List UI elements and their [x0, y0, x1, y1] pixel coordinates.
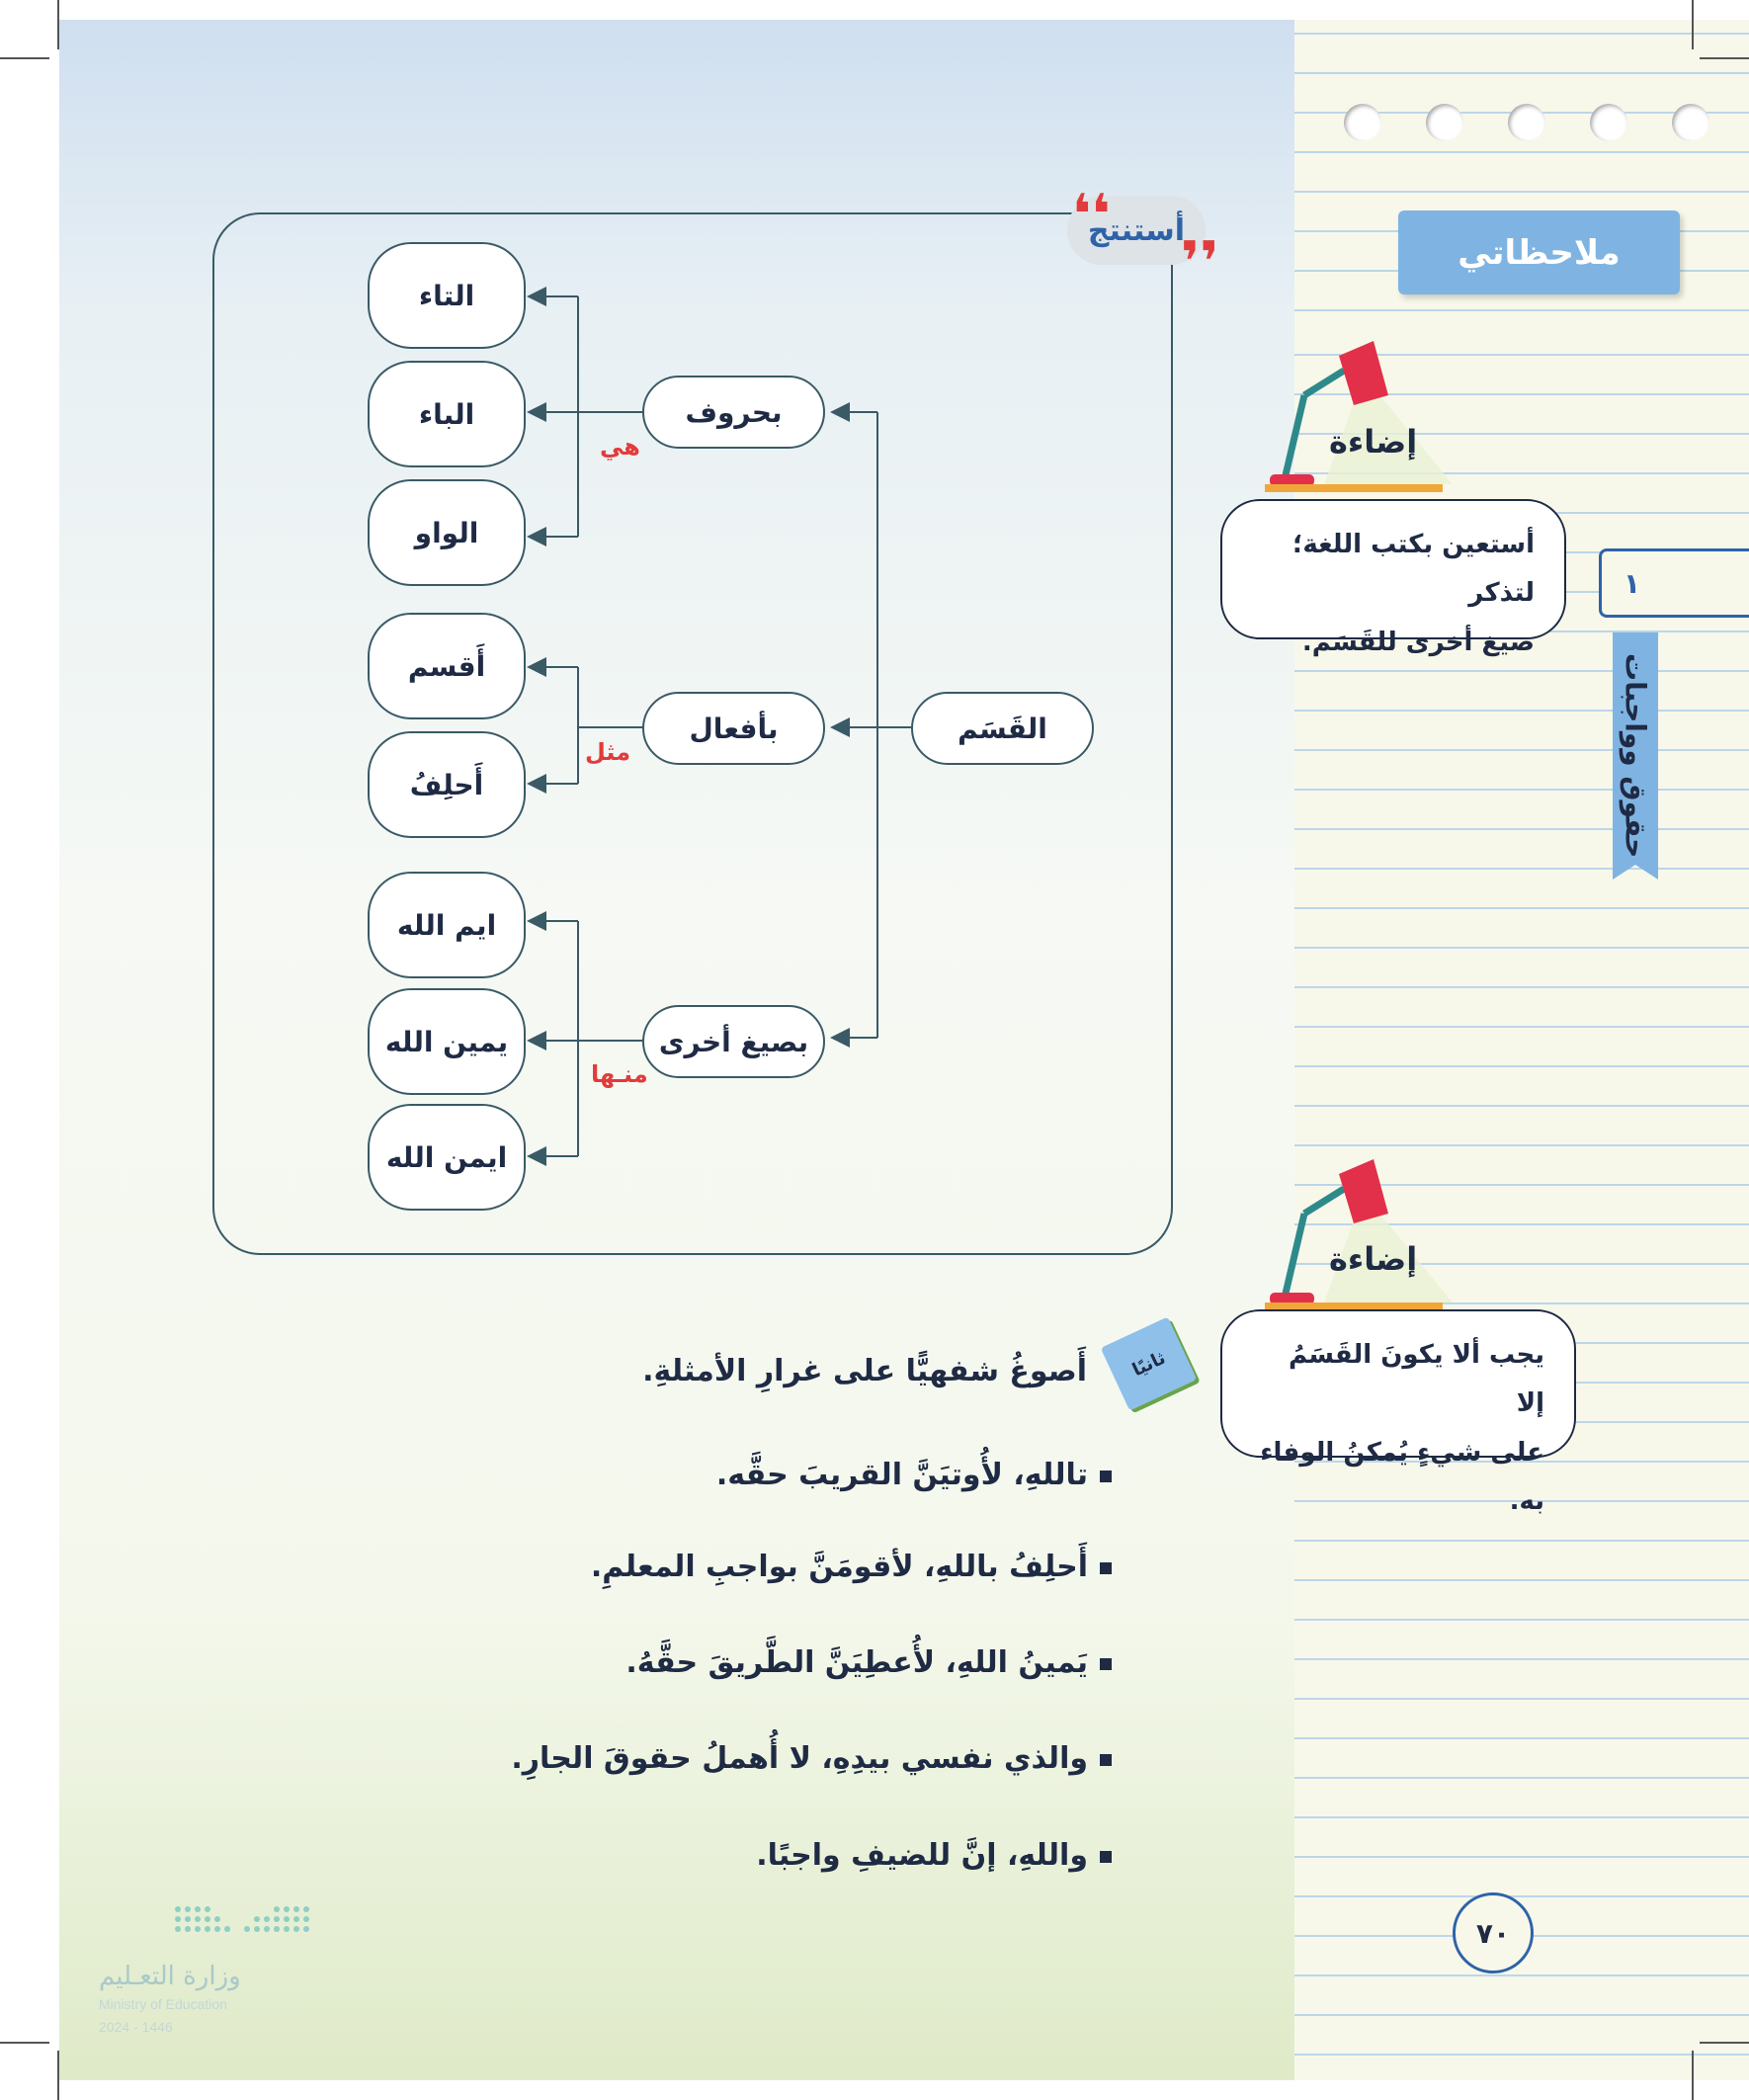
- leaf-item: الواو: [368, 479, 526, 586]
- estantej-badge: أستنتج: [1067, 196, 1206, 265]
- crop-mark: [57, 2051, 59, 2100]
- example-text: تاللهِ، لأُوتيَنَّ القريبَ حقَّه.: [715, 1458, 1088, 1492]
- bullet-icon: [1100, 1561, 1112, 1574]
- bullet-icon: [1100, 1470, 1112, 1482]
- crop-mark: [1700, 57, 1749, 59]
- tip1-line2: صيغ أخرى للقَسَم.: [1301, 627, 1535, 657]
- tip-label-2: إضاءة: [1329, 1240, 1418, 1278]
- branch-letters: بحروف: [642, 376, 825, 449]
- chapter-number: ١: [1624, 566, 1641, 600]
- tip2-line1: يجب ألا يكونَ القَسَمُ إلا: [1288, 1340, 1544, 1419]
- example-item: واللهِ، إنَّ للضيفِ واجبًا.: [756, 1838, 1112, 1873]
- tip2-line2: على شيءٍ يُمكنُ الوفاء به.: [1260, 1437, 1544, 1517]
- chapter-title: حقوق وواجبات: [1619, 653, 1652, 859]
- bullet-icon: [1100, 1753, 1112, 1766]
- ministry-year: 2024 - 1446: [99, 2019, 173, 2035]
- leaf-item: الباء: [368, 361, 526, 467]
- crop-mark: [1692, 0, 1694, 49]
- binder-hole: [1590, 104, 1627, 141]
- page-number: ٧٠: [1453, 1892, 1534, 1974]
- ministry-name-en: Ministry of Education: [99, 1996, 227, 2012]
- connector-label-other: منـها: [591, 1060, 648, 1088]
- quote-open-icon: ❛❛: [1072, 183, 1111, 247]
- example-text: يَمينُ اللهِ، لأُعطِيَنَّ الطَّريقَ حقَّ…: [625, 1645, 1088, 1680]
- chapter-tab: ١: [1599, 548, 1749, 618]
- example-text: واللهِ، إنَّ للضيفِ واجبًا.: [756, 1838, 1088, 1873]
- thaniyan-label: ثانيًا: [1128, 1347, 1169, 1381]
- connector-label-letters: هي: [600, 433, 640, 461]
- binder-hole: [1672, 104, 1709, 141]
- notes-title: ملاحظاتي: [1458, 232, 1621, 273]
- crop-mark: [1700, 2042, 1749, 2044]
- binder-hole: [1426, 104, 1463, 141]
- estantej-label: أستنتج: [1087, 212, 1186, 248]
- crop-mark: [0, 2042, 49, 2044]
- example-text: والذي نفسي بيدِهِ، لا أُهملُ حقوقَ الجار…: [511, 1741, 1088, 1776]
- binder-hole: [1344, 104, 1381, 141]
- branch-other: بصيغ أخرى: [642, 1005, 825, 1078]
- connector-label-verbs: مثل: [585, 738, 631, 766]
- binder-hole: [1508, 104, 1545, 141]
- example-item: والذي نفسي بيدِهِ، لا أُهملُ حقوقَ الجار…: [511, 1741, 1112, 1776]
- root-node: القَسَم: [911, 692, 1094, 765]
- ministry-logo-icon: [175, 1906, 309, 1932]
- bullet-icon: [1100, 1657, 1112, 1670]
- crop-mark: [1692, 2051, 1694, 2100]
- lamp-icon: [1265, 1159, 1453, 1310]
- bullet-icon: [1100, 1850, 1112, 1863]
- example-item: يَمينُ اللهِ، لأُعطِيَنَّ الطَّريقَ حقَّ…: [625, 1645, 1112, 1680]
- tip-box-1: أستعين بكتب اللغة؛ لتذكر صيغ أخرى للقَسَ…: [1220, 499, 1566, 657]
- leaf-item: التاء: [368, 242, 526, 349]
- diagram-frame: [212, 212, 1173, 1255]
- leaf-item: ايم الله: [368, 872, 526, 978]
- tip1-line1: أستعين بكتب اللغة؛ لتذكر: [1291, 530, 1535, 609]
- chapter-ribbon: [1613, 632, 1658, 880]
- crop-mark: [57, 0, 59, 49]
- quote-close-icon: ❜❜: [1181, 230, 1219, 294]
- notes-header: ملاحظاتي: [1398, 210, 1680, 294]
- tip-label-1: إضاءة: [1329, 423, 1418, 461]
- crop-mark: [0, 57, 49, 59]
- ministry-name-ar: وزارة التعـليم: [99, 1962, 241, 1991]
- example-text: أَحلِفُ باللهِ، لأقومَنَّ بواجبِ المعلمِ…: [590, 1550, 1088, 1584]
- exercise-heading: أَصوغُ شفهيًّا على غرارِ الأمثلةِ.: [642, 1354, 1087, 1388]
- example-item: أَحلِفُ باللهِ، لأقومَنَّ بواجبِ المعلمِ…: [591, 1550, 1112, 1584]
- tip-box-2: يجب ألا يكونَ القَسَمُ إلا على شيءٍ يُمك…: [1220, 1309, 1576, 1516]
- leaf-item: أَحلِفُ: [368, 731, 526, 838]
- leaf-item: يمين الله: [368, 988, 526, 1095]
- leaf-item: ايمن الله: [368, 1104, 526, 1211]
- leaf-item: أَقسم: [368, 613, 526, 719]
- lamp-icon: [1265, 341, 1453, 492]
- branch-verbs: بأفعال: [642, 692, 825, 765]
- example-item: تاللهِ، لأُوتيَنَّ القريبَ حقَّه.: [716, 1458, 1112, 1492]
